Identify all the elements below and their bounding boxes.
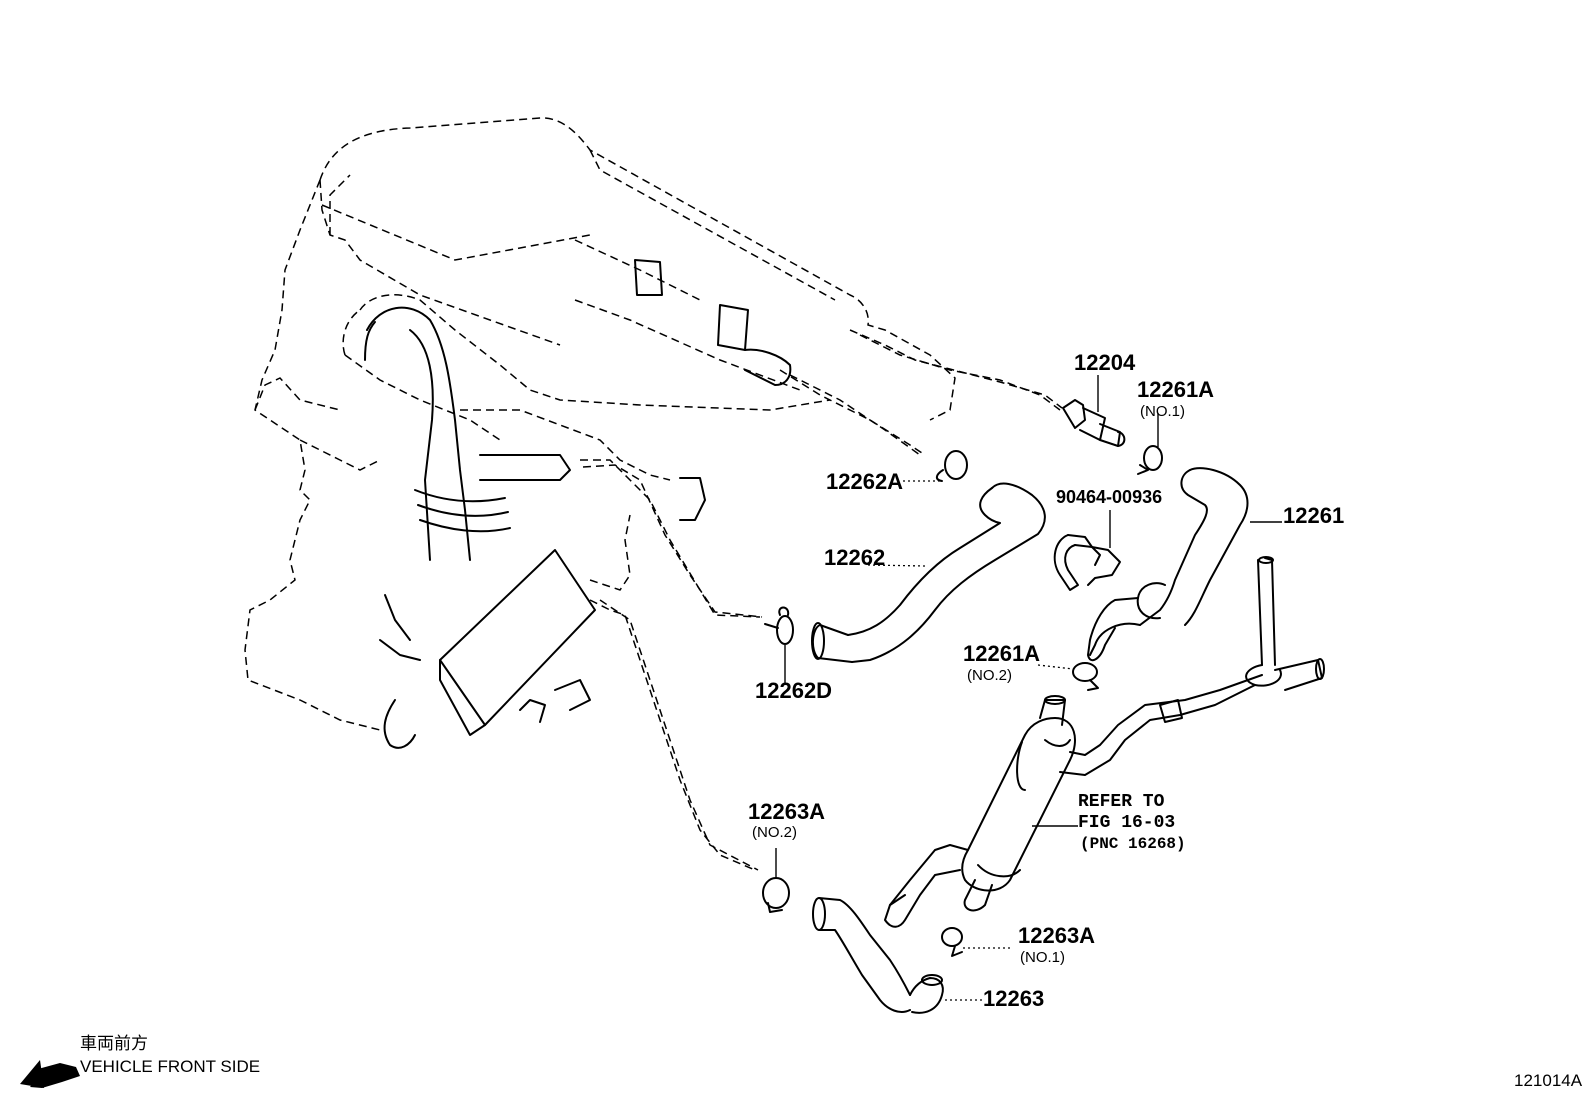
label-12262D: 12262D [755,678,832,703]
front-indicator: 車両前方 VEHICLE FRONT SIDE [20,1034,260,1088]
label-12261A-no2: 12261A [963,641,1040,666]
label-12263: 12263 [983,986,1044,1011]
label-refer-to: REFER TO [1078,792,1165,812]
pipe-assembly [884,556,1325,928]
front-label: VEHICLE FRONT SIDE [80,1057,260,1076]
label-12262: 12262 [824,545,885,570]
clip-12262A [903,450,968,482]
clip-12261A-no1 [1137,413,1163,475]
front-arrow-head [20,1060,44,1088]
label-12261A-no1-sub: (NO.1) [1140,403,1185,420]
label-12263A-no2: 12263A [748,799,825,824]
clip-12261A-no2 [1037,662,1099,691]
label-12261: 12261 [1283,503,1344,528]
label-12261A-no1: 12261A [1137,377,1214,402]
part-12204 [1062,375,1126,447]
label-12263A-no1-sub: (NO.1) [1020,949,1065,966]
clamp-90464-00936 [1053,510,1121,591]
figure-id: 121014A [1514,1071,1583,1090]
label-12263A-no1: 12263A [1018,923,1095,948]
label-12263A-no2-sub: (NO.2) [752,824,797,841]
front-label-jp: 車両前方 [80,1034,148,1053]
clip-12263A-no1 [941,927,1010,957]
hose-12262 [811,482,1046,663]
label-refer-fig: FIG 16-03 [1078,813,1175,833]
label-12261A-no2-sub: (NO.2) [967,667,1012,684]
engine-outline [244,117,1061,871]
leader-lines [582,329,1063,871]
hose-12261 [1087,467,1282,662]
callout-labels: 12204 12261A (NO.1) 12262A 90464-00936 1… [748,350,1344,1011]
label-refer-pnc: (PNC 16268) [1080,835,1186,853]
clip-12262D [764,606,794,683]
label-90464-00936: 90464-00936 [1056,487,1162,507]
clip-12263A-no2 [762,848,790,913]
hose-12263 [812,897,985,1014]
label-12204: 12204 [1074,350,1136,375]
label-12262A: 12262A [826,469,903,494]
